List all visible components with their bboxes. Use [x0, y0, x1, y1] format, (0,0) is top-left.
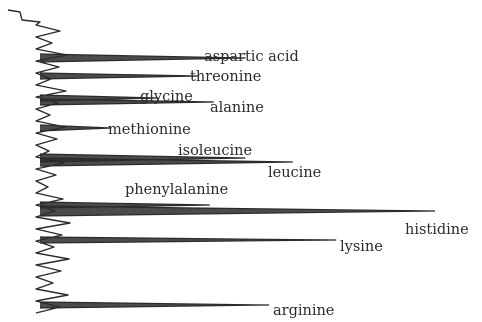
peak-histidine: [39, 205, 436, 217]
peak-labels-group: aspartic acid threonine glycine alanine meth…: [108, 49, 469, 319]
baseline-trace: [7, 9, 71, 314]
peak-threonine: [39, 72, 199, 80]
peak-label-methionine: methionine: [108, 122, 191, 138]
peak-alanine: [39, 98, 214, 106]
peak-aspartic-acid: [39, 53, 246, 63]
chromatogram-trace-group: [7, 9, 436, 314]
peak-label-leucine: leucine: [268, 165, 321, 181]
peak-label-lysine: lysine: [340, 239, 383, 255]
peak-label-threonine: threonine: [190, 69, 261, 85]
peak-label-aspartic-acid: aspartic acid: [204, 49, 299, 65]
peak-label-isoleucine: isoleucine: [178, 143, 252, 159]
peak-methionine: [39, 124, 112, 132]
peak-label-arginine: arginine: [273, 303, 334, 319]
peak-label-histidine: histidine: [405, 222, 469, 238]
peak-lysine: [39, 236, 337, 244]
peak-label-phenylalanine: phenylalanine: [125, 182, 228, 198]
peak-label-glycine: glycine: [140, 89, 193, 105]
peak-label-alanine: alanine: [210, 100, 264, 116]
peak-arginine: [39, 301, 270, 309]
peak-leucine: [39, 157, 293, 167]
